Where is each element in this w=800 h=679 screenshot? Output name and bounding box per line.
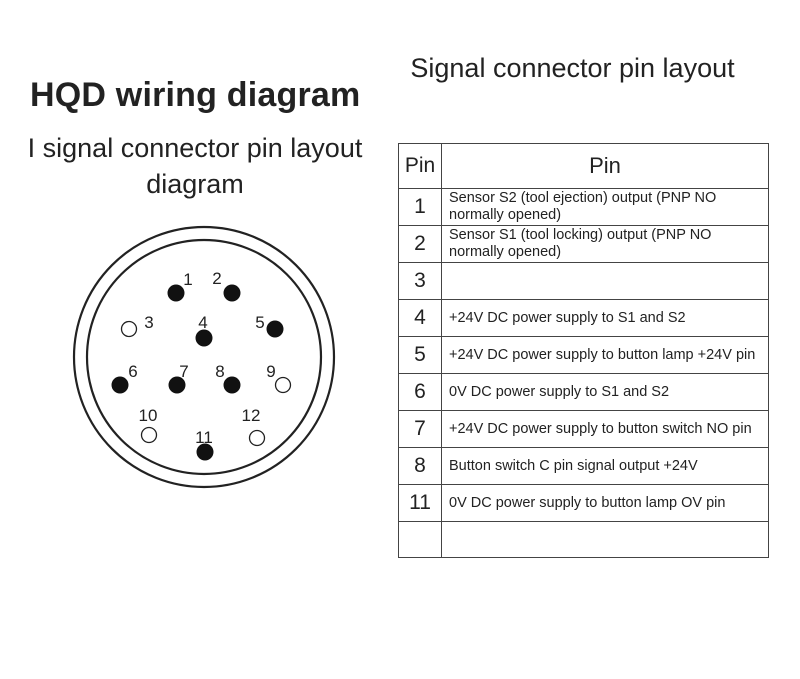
- connector-pin-label: 7: [179, 362, 188, 381]
- pin-number-cell: 4: [398, 299, 442, 337]
- connector-pin-label: 6: [128, 362, 137, 381]
- pin-description-cell: Button switch C pin signal output +24V: [441, 447, 769, 485]
- connector-pin-4: [195, 329, 213, 347]
- connector-pin-2: [223, 284, 241, 302]
- header-pin-description: Pin: [441, 143, 769, 189]
- pin-number-cell: 8: [398, 447, 442, 485]
- pin-description-cell: +24V DC power supply to button lamp +24V…: [441, 336, 769, 374]
- connector-pin-1: [167, 284, 185, 302]
- connector-pin-3: [120, 320, 138, 338]
- connector-outer-ring: [72, 225, 336, 489]
- connector-diagram-title: I signal connector pin layout diagram: [27, 133, 363, 199]
- connector-pin-label: 9: [266, 362, 275, 381]
- connector-pin-label: 10: [139, 406, 158, 425]
- pin-description-cell: Sensor S1 (tool locking) output (PNP NO …: [441, 225, 769, 263]
- connector-pin-7: [168, 376, 186, 394]
- table-row: 3: [398, 262, 769, 300]
- connector-pin-label: 5: [255, 313, 264, 332]
- connector-pin-10: [140, 426, 158, 444]
- pin-number-cell: 5: [398, 336, 442, 374]
- connector-pin-label: 12: [242, 406, 261, 425]
- main-title: HQD wiring diagram: [30, 76, 361, 114]
- pin-description-cell: Sensor S2 (tool ejection) output (PNP NO…: [441, 188, 769, 226]
- pin-table-title: Signal connector pin layout: [410, 53, 735, 83]
- connector-pin-8: [223, 376, 241, 394]
- connector-pin-6: [111, 376, 129, 394]
- table-header-row: Pin Pin: [398, 143, 769, 189]
- table-row: [398, 521, 769, 558]
- pin-description-cell: +24V DC power supply to S1 and S2: [441, 299, 769, 337]
- connector-pin-label: 2: [212, 269, 221, 288]
- connector-inner-ring: [85, 238, 323, 476]
- pin-number-cell: 7: [398, 410, 442, 448]
- pin-description-cell: 0V DC power supply to S1 and S2: [441, 373, 769, 411]
- pin-number-cell: 6: [398, 373, 442, 411]
- pin-number-cell: 1: [398, 188, 442, 226]
- connector-pin-label: 4: [198, 313, 207, 332]
- connector-pin-11: [196, 443, 214, 461]
- pin-description-cell: [441, 521, 769, 558]
- pin-number-cell: 2: [398, 225, 442, 263]
- table-row: 4+24V DC power supply to S1 and S2: [398, 299, 769, 337]
- pin-description-cell: [441, 262, 769, 300]
- pin-description-cell: 0V DC power supply to button lamp OV pin: [441, 484, 769, 522]
- table-row: 7+24V DC power supply to button switch N…: [398, 410, 769, 448]
- table-row: 5+24V DC power supply to button lamp +24…: [398, 336, 769, 374]
- pin-number-cell: 3: [398, 262, 442, 300]
- connector-pin-5: [266, 320, 284, 338]
- pin-description-cell: +24V DC power supply to button switch NO…: [441, 410, 769, 448]
- pin-number-cell: [398, 521, 442, 558]
- connector-pin-12: [248, 429, 266, 447]
- connector-pin-9: [274, 376, 292, 394]
- connector-pin-label: 1: [183, 270, 192, 289]
- connector-pin-label: 3: [144, 313, 153, 332]
- pin-number-cell: 11: [398, 484, 442, 522]
- connector-pin-label: 8: [215, 362, 224, 381]
- connector-pin-label: 11: [195, 428, 213, 447]
- header-pin-number: Pin: [398, 143, 442, 189]
